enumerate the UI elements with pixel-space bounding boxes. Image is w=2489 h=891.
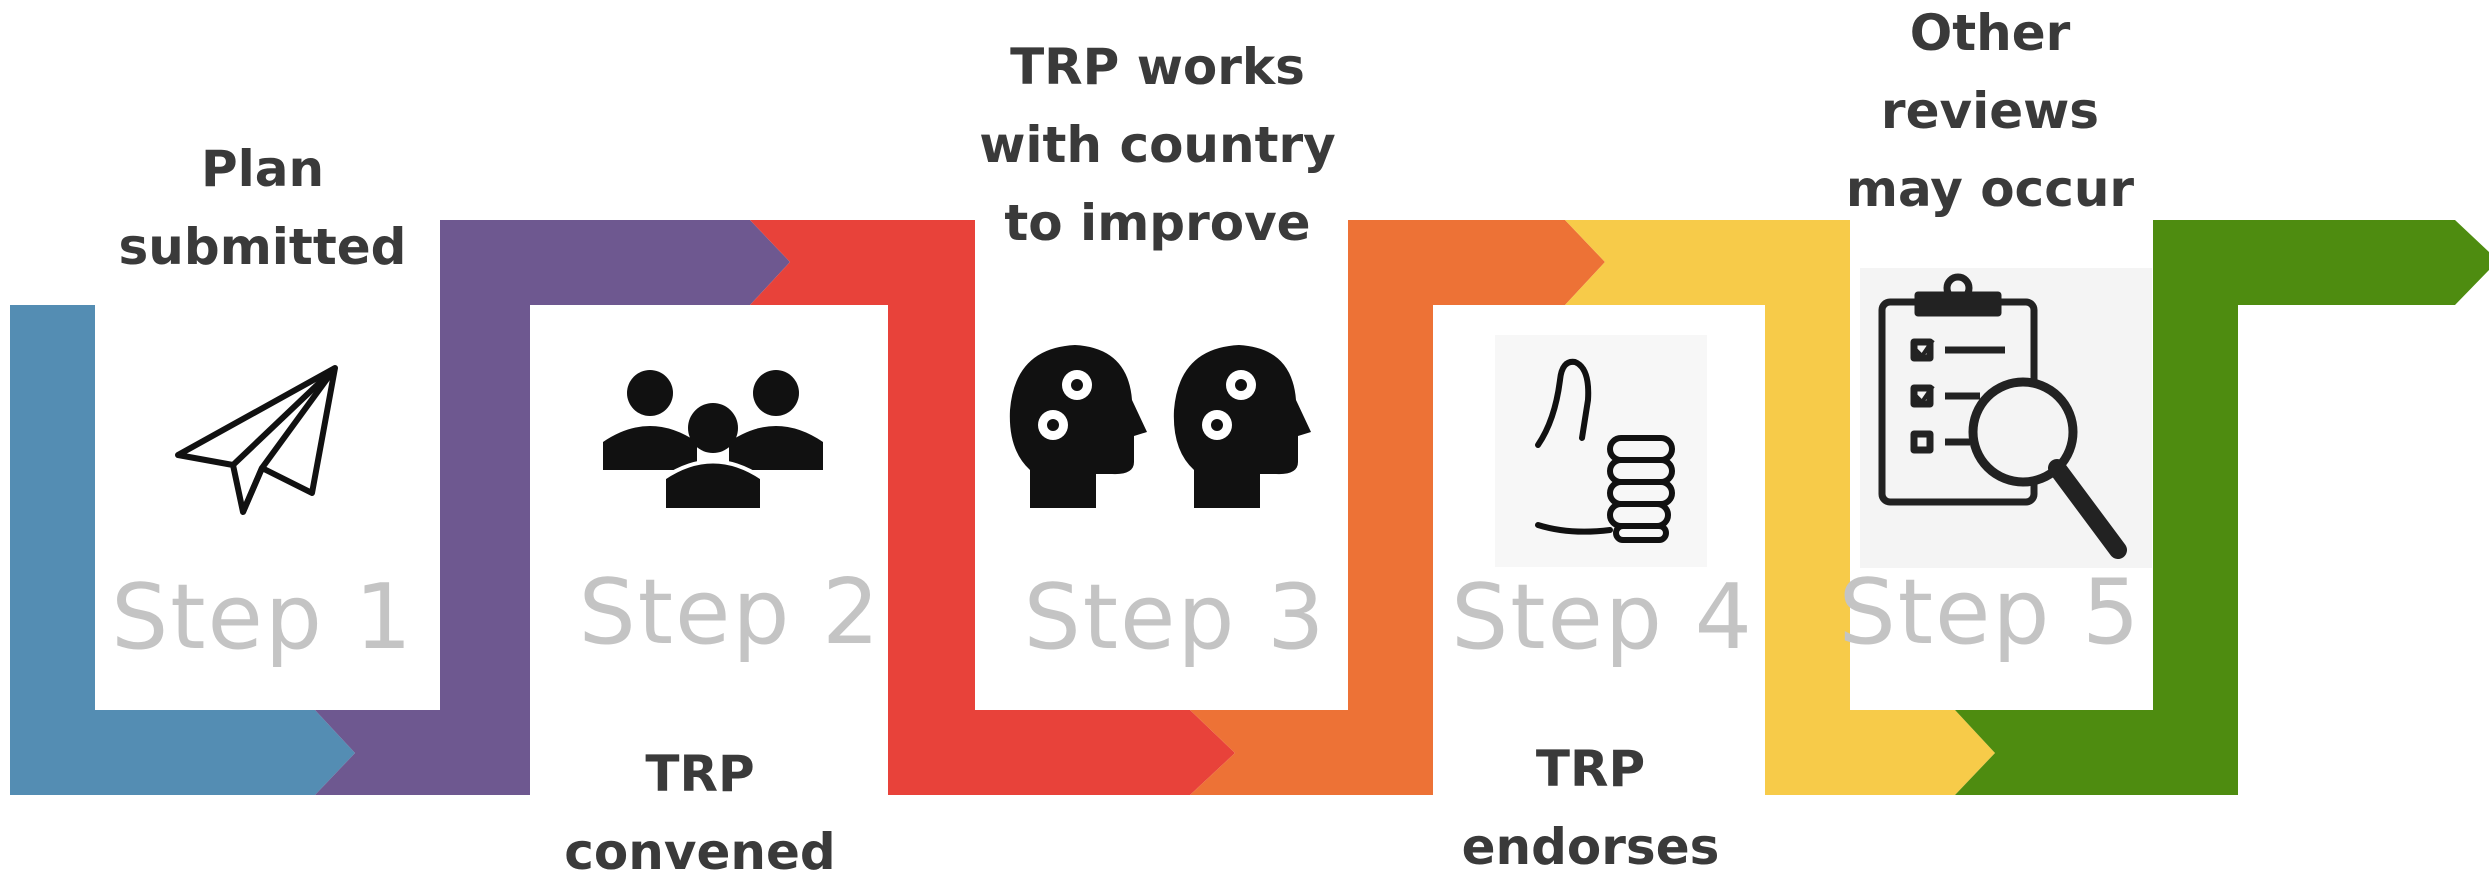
caption-step-5-line-1: Other [1909,4,2071,62]
caption-step-5-line-2: reviews [1880,82,2100,140]
caption-step-3: TRP works with country to improve [965,28,1350,262]
caption-step-1-line-2: submitted [118,218,407,276]
step-2-label: Step 2 [578,560,882,665]
step-1-label: Step 1 [111,565,414,670]
band-step-4 [1190,220,1605,795]
caption-step-3-line-1: TRP works [1010,38,1305,96]
caption-step-3-line-2: with country [979,116,1336,174]
band-step-5 [1565,220,1995,795]
caption-step-4-line-1: TRP [1535,740,1646,798]
band-step-1 [10,305,355,795]
caption-step-1-line-1: Plan [200,140,325,198]
paper-plane-icon [175,365,338,515]
step-4-label: Step 4 [1451,565,1754,670]
caption-step-5: Other reviews may occur [1830,0,2150,228]
band-step-3 [750,220,1235,795]
heads-with-gears-icon [1009,345,1311,508]
step-3-label: Step 3 [1023,565,1327,670]
caption-step-4-line-2: endorses [1461,818,1720,876]
thumbs-up-icon [1495,335,1707,567]
caption-step-2-line-2: convened [564,823,836,881]
caption-step-1: Plan submitted [95,130,430,286]
caption-step-3-line-3: to improve [1004,194,1311,252]
group-people-icon [603,370,823,512]
caption-step-4: TRP endorses [1428,730,1753,886]
caption-step-2-line-1: TRP [645,745,755,803]
step-5-label: Step 5 [1838,560,2142,665]
caption-step-5-line-3: may occur [1845,160,2135,218]
clipboard-magnifier-icon [1860,268,2152,568]
caption-step-2: TRP convened [530,735,870,891]
band-step-2 [315,220,790,795]
band-final [1955,220,2489,795]
